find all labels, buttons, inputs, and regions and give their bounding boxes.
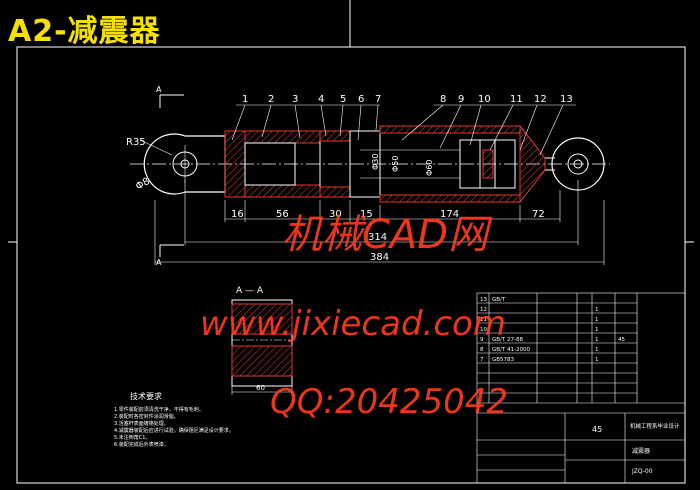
watermark-url: www.jixiecad.com — [200, 304, 506, 344]
svg-text:GB/T 41-2000: GB/T 41-2000 — [492, 347, 530, 353]
svg-text:10: 10 — [478, 94, 491, 105]
svg-text:7: 7 — [375, 94, 381, 105]
svg-text:1: 1 — [595, 347, 599, 353]
parts-list-table — [476, 292, 686, 484]
svg-text:56: 56 — [276, 209, 289, 220]
svg-text:72: 72 — [532, 209, 545, 220]
part-leaders — [231, 104, 576, 156]
svg-text:314: 314 — [368, 232, 387, 243]
svg-text:12: 12 — [480, 307, 487, 313]
radius-label: R35 — [126, 137, 146, 148]
left-eye-end — [143, 133, 226, 195]
svg-text:减震器: 减震器 — [632, 447, 650, 455]
svg-text:1: 1 — [595, 357, 599, 363]
svg-text:8: 8 — [440, 94, 446, 105]
svg-text:7: 7 — [480, 357, 484, 363]
diameter-labels: Φ30 Φ50 Φ60 — [371, 154, 434, 176]
svg-text:16: 16 — [231, 209, 244, 220]
section-view-label: A — A — [236, 286, 264, 296]
watermark-site-name: 机械CAD网 — [282, 212, 493, 258]
svg-text:30: 30 — [329, 209, 342, 220]
svg-text:11: 11 — [510, 94, 523, 105]
parts-list-values: 13 GB/T 12 1 11 1 10 1 9 GB/T 27-88 1 45… — [480, 297, 680, 475]
drawing-title: A2-减震器 — [8, 14, 161, 49]
svg-text:3.活塞杆表面镀铬处理。: 3.活塞杆表面镀铬处理。 — [114, 420, 169, 427]
svg-text:6.装配完成后外表喷漆。: 6.装配完成后外表喷漆。 — [114, 441, 169, 448]
svg-text:45: 45 — [618, 337, 625, 343]
svg-text:技术要求: 技术要求 — [130, 391, 162, 401]
svg-text:Φ50: Φ50 — [391, 156, 400, 172]
svg-text:1: 1 — [595, 337, 599, 343]
svg-text:GB/T 27-88: GB/T 27-88 — [492, 337, 523, 343]
svg-text:5: 5 — [340, 94, 346, 105]
svg-text:A: A — [156, 85, 162, 94]
svg-text:11: 11 — [480, 317, 487, 323]
svg-text:JZQ-00: JZQ-00 — [631, 468, 653, 475]
svg-text:2.装配时各密封件涂润滑脂。: 2.装配时各密封件涂润滑脂。 — [114, 413, 179, 420]
svg-text:1: 1 — [595, 327, 599, 333]
svg-text:2: 2 — [268, 94, 274, 105]
svg-text:5.未注倒角C1。: 5.未注倒角C1。 — [114, 434, 150, 441]
section-mark-a-top: A — [156, 85, 184, 108]
svg-text:13: 13 — [560, 94, 573, 105]
svg-text:机械工程系毕业设计: 机械工程系毕业设计 — [630, 422, 680, 430]
svg-text:60: 60 — [256, 384, 265, 392]
svg-text:9: 9 — [480, 337, 484, 343]
svg-text:1: 1 — [595, 317, 599, 323]
svg-text:12: 12 — [534, 94, 547, 105]
svg-text:GB5783: GB5783 — [492, 357, 515, 363]
svg-text:6: 6 — [358, 94, 364, 105]
svg-text:4.减震器装配后应进行试验，确保阻尼满足设计要求。: 4.减震器装配后应进行试验，确保阻尼满足设计要求。 — [114, 427, 234, 434]
svg-text:15: 15 — [360, 209, 373, 220]
svg-text:8: 8 — [480, 347, 484, 353]
svg-text:10: 10 — [480, 327, 487, 333]
technical-requirements: 技术要求 1.零件装配前须清洗干净，不得有毛刺。 2.装配时各密封件涂润滑脂。 … — [114, 391, 234, 448]
watermark-qq: QQ:20425042 — [270, 382, 508, 422]
svg-text:A: A — [156, 258, 162, 267]
part-number-row: 1 2 3 4 5 6 7 8 9 10 11 12 13 — [242, 94, 573, 105]
svg-text:Φ60: Φ60 — [425, 160, 434, 176]
svg-text:3: 3 — [292, 94, 298, 105]
shock-body-section — [224, 124, 546, 204]
dimension-lines — [154, 180, 605, 265]
dimension-values: 16 56 30 15 174 72 314 384 — [231, 209, 545, 263]
svg-text:4: 4 — [318, 94, 324, 105]
section-view-a-a: 60 — [231, 299, 293, 395]
svg-text:1: 1 — [595, 307, 599, 313]
svg-text:9: 9 — [458, 94, 464, 105]
svg-text:45: 45 — [592, 425, 602, 434]
radius-leader — [139, 139, 173, 156]
section-mark-a-bottom: A — [156, 244, 184, 267]
drawing-border — [16, 46, 686, 484]
svg-text:13: 13 — [480, 297, 487, 303]
svg-text:174: 174 — [440, 209, 459, 220]
hole-label: Φ8 — [134, 176, 152, 193]
svg-text:Φ30: Φ30 — [371, 154, 380, 170]
svg-text:384: 384 — [370, 252, 389, 263]
svg-text:1: 1 — [242, 94, 248, 105]
svg-text:GB/T: GB/T — [492, 297, 506, 303]
svg-text:1.零件装配前须清洗干净，不得有毛刺。: 1.零件装配前须清洗干净，不得有毛刺。 — [114, 406, 204, 413]
